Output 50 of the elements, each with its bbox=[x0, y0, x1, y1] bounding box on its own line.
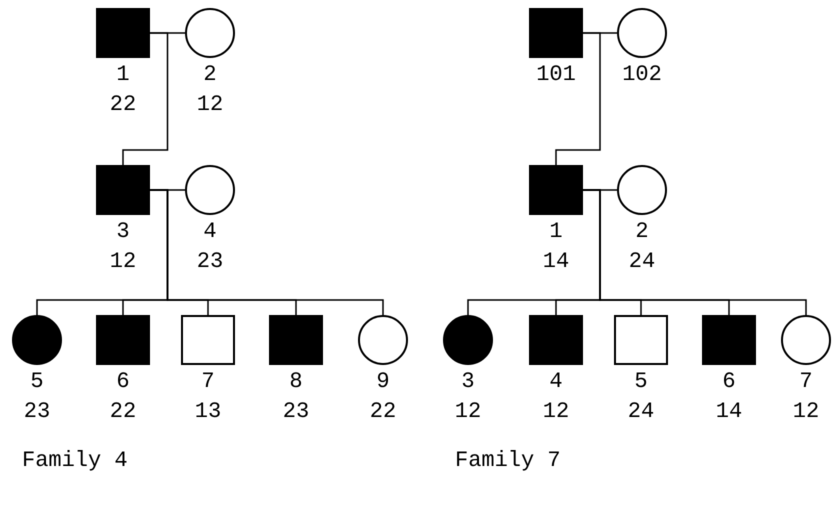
individual-number: 101 bbox=[535, 62, 577, 88]
pedigree-line bbox=[555, 32, 601, 165]
individual-number: 5 bbox=[29, 369, 45, 395]
genotype-label: 14 bbox=[542, 249, 570, 275]
genotype-label: 14 bbox=[714, 399, 744, 425]
individual-number: 6 bbox=[721, 369, 737, 395]
individual-number: 2 bbox=[634, 219, 650, 245]
individual-number: 4 bbox=[548, 369, 564, 395]
genotype-label: 12 bbox=[454, 399, 482, 425]
individual-number: 7 bbox=[798, 369, 814, 395]
individual-number: 4 bbox=[202, 219, 218, 245]
family-label: Family 4 bbox=[22, 448, 128, 474]
genotype-label: 23 bbox=[282, 399, 310, 425]
affected-male-square bbox=[96, 315, 150, 365]
pedigree-line bbox=[583, 189, 807, 315]
individual-number: 2 bbox=[202, 62, 218, 88]
genotype-label: 12 bbox=[196, 92, 224, 118]
genotype-label: 24 bbox=[628, 249, 656, 275]
individual-number: 102 bbox=[621, 62, 663, 88]
individual-number: 9 bbox=[375, 369, 391, 395]
affected-male-square bbox=[529, 315, 583, 365]
individual-number: 1 bbox=[548, 219, 564, 245]
pedigree-line bbox=[122, 32, 168, 165]
pedigree-line bbox=[150, 189, 384, 315]
individual-number: 8 bbox=[288, 369, 304, 395]
affected-male-square bbox=[529, 165, 583, 215]
individual-number: 6 bbox=[115, 369, 131, 395]
affected-male-square bbox=[269, 315, 323, 365]
genotype-label: 22 bbox=[108, 399, 138, 425]
genotype-label: 22 bbox=[368, 399, 398, 425]
male-square bbox=[614, 315, 668, 365]
male-square bbox=[181, 315, 235, 365]
genotype-label: 12 bbox=[542, 399, 570, 425]
genotype-label: 23 bbox=[196, 249, 224, 275]
individual-number: 3 bbox=[460, 369, 476, 395]
individual-number: 7 bbox=[200, 369, 216, 395]
genotype-label: 22 bbox=[108, 92, 138, 118]
genotype-label: 12 bbox=[108, 249, 138, 275]
family-label: Family 7 bbox=[455, 448, 561, 474]
affected-male-square bbox=[96, 165, 150, 215]
individual-number: 5 bbox=[633, 369, 649, 395]
genotype-label: 23 bbox=[22, 399, 52, 425]
genotype-label: 12 bbox=[792, 399, 820, 425]
individual-number: 3 bbox=[115, 219, 131, 245]
affected-male-square bbox=[702, 315, 756, 365]
genotype-label: 24 bbox=[626, 399, 656, 425]
affected-male-square bbox=[529, 8, 583, 58]
genotype-label: 13 bbox=[194, 399, 222, 425]
affected-male-square bbox=[96, 8, 150, 58]
individual-number: 1 bbox=[115, 62, 131, 88]
